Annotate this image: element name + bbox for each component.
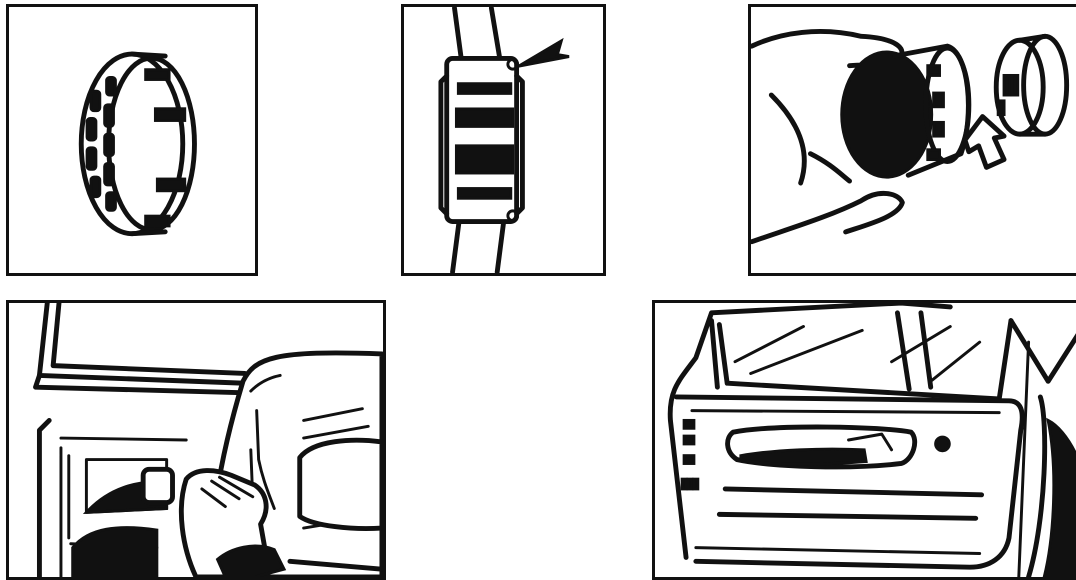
retaining-ring-icon <box>996 36 1066 134</box>
vent-grille-icon <box>682 420 698 489</box>
finished-door-diagram <box>655 303 1076 577</box>
retaining-ring-icon <box>9 7 255 273</box>
door-handle-icon <box>728 427 915 467</box>
door-install-panel <box>6 300 386 580</box>
fit-ring-panel <box>748 4 1076 276</box>
ring-panel <box>6 4 258 276</box>
door-install-diagram <box>9 303 383 577</box>
push-arrow-icon <box>965 117 1004 168</box>
pointer-arrow-icon <box>519 41 569 66</box>
fit-ring-diagram <box>751 7 1076 273</box>
gasket-section-diagram <box>404 7 603 273</box>
gasket-section-panel <box>401 4 606 276</box>
finished-door-panel <box>652 300 1076 580</box>
